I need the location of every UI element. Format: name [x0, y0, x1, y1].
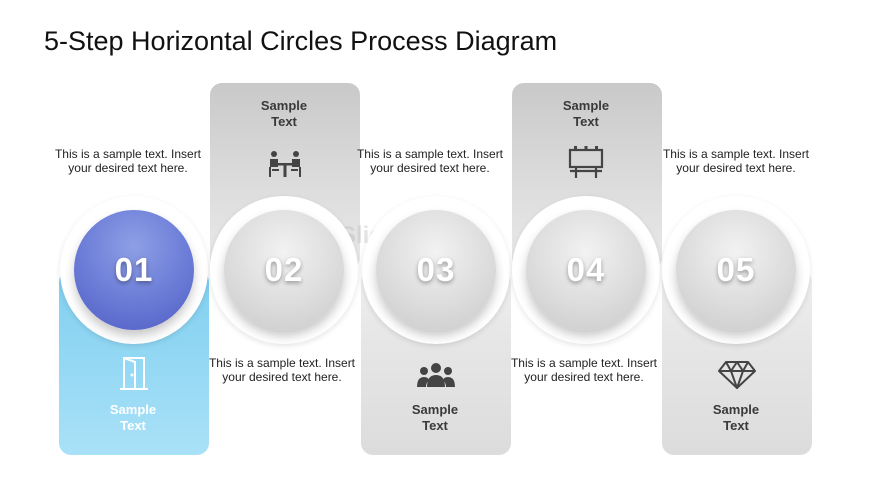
team-icon	[417, 363, 455, 387]
step-03-number: 03	[416, 251, 456, 288]
step-04-number: 04	[566, 251, 606, 288]
step-01-label: Sample Text	[109, 402, 157, 433]
step-05-label: Sample Text	[712, 402, 760, 433]
meeting-table-icon	[269, 151, 301, 177]
step-05-text: This is a sample text. Insert your desir…	[662, 147, 810, 175]
step-02-text: This is a sample text. Insert your desir…	[208, 356, 356, 384]
step-02-label: Sample Text	[260, 98, 308, 129]
step-01-text: This is a sample text. Insert your desir…	[54, 147, 202, 175]
step-01-number: 01	[114, 251, 154, 288]
step-05-circle[interactable]: 05	[676, 210, 796, 330]
step-04-circle[interactable]: 04	[526, 210, 646, 330]
step-01-circle[interactable]: 01	[74, 210, 194, 330]
billboard-icon	[568, 146, 604, 178]
step-03-circle[interactable]: 03	[376, 210, 496, 330]
step-03-label: Sample Text	[411, 402, 459, 433]
step-04-label: Sample Text	[562, 98, 610, 129]
page-title: 5-Step Horizontal Circles Process Diagra…	[44, 26, 558, 56]
step-02-number: 02	[264, 251, 304, 288]
step-02-circle[interactable]: 02	[224, 210, 344, 330]
diamond-icon	[718, 361, 756, 389]
step-03-text: This is a sample text. Insert your desir…	[356, 147, 504, 175]
step-05-number: 05	[716, 251, 756, 288]
step-04-text: This is a sample text. Insert your desir…	[510, 356, 658, 384]
door-icon	[120, 357, 148, 390]
